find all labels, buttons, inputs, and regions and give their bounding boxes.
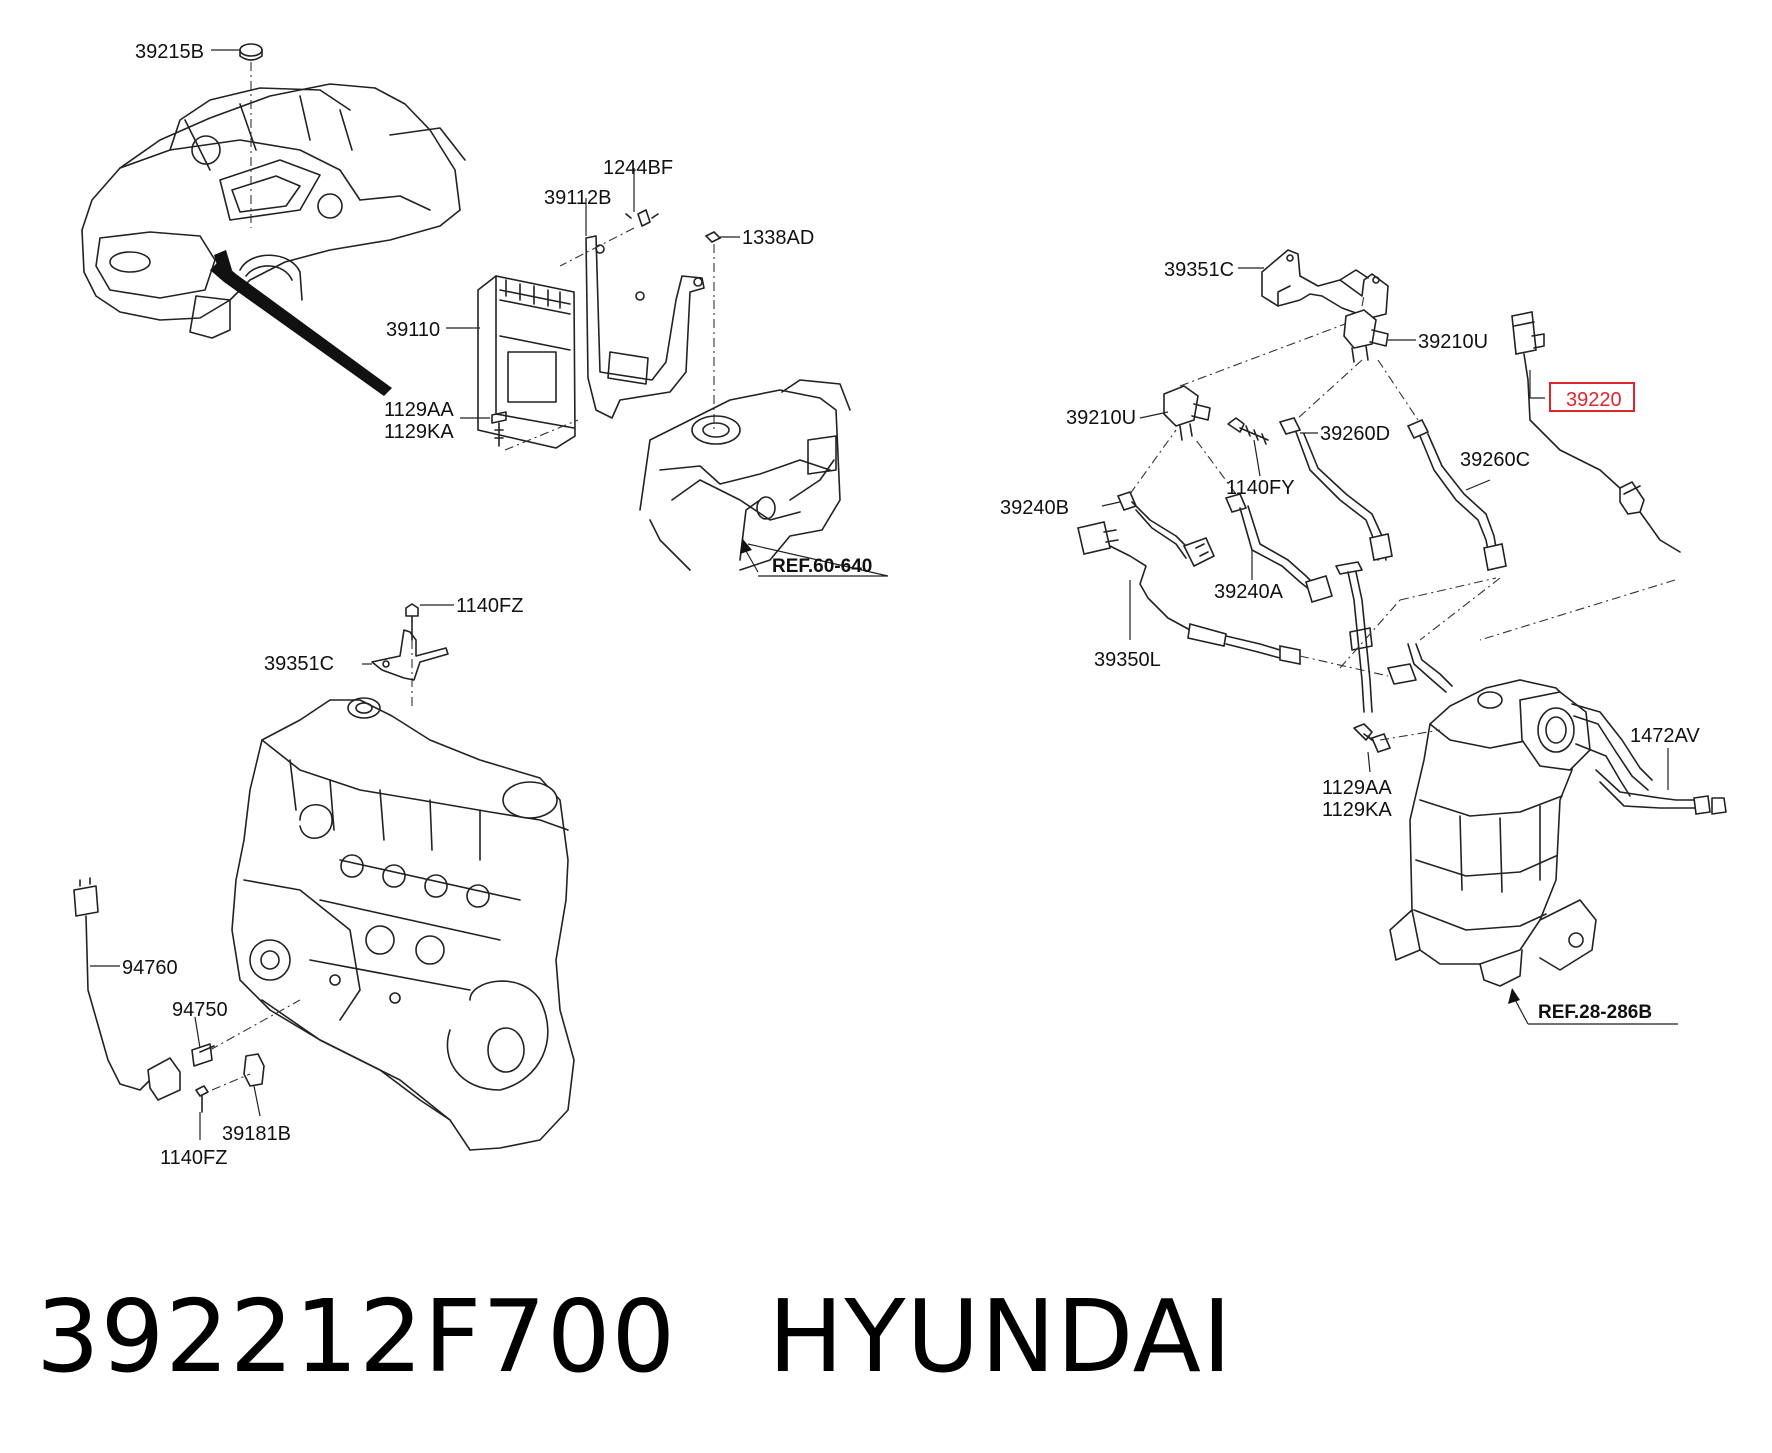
label-1129AA-top: 1129AA [384, 399, 454, 421]
label-1140FY: 1140FY [1226, 477, 1295, 499]
vehicle-illustration [81, 43, 466, 396]
label-94760: 94760 [122, 957, 178, 979]
label-ref-28-286B: REF.28-286B [1538, 1002, 1652, 1023]
part-number: 392212F700 [36, 1278, 677, 1395]
body-structure [639, 379, 851, 571]
label-1338AD: 1338AD [742, 227, 814, 249]
label-1140FZ-bottom: 1140FZ [160, 1147, 227, 1169]
label-39351C-left: 39351C [264, 653, 334, 675]
label-39260C: 39260C [1460, 449, 1530, 471]
highlight-box [1549, 382, 1635, 412]
label-39110: 39110 [386, 319, 440, 341]
label-39350L: 39350L [1094, 649, 1161, 671]
label-39240A: 39240A [1214, 581, 1284, 603]
label-39260D: 39260D [1320, 423, 1390, 445]
label-39220: 39220 [1566, 389, 1622, 411]
label-1129KA-right: 1129KA [1322, 799, 1392, 821]
label-39351C-right: 39351C [1164, 259, 1234, 281]
label-1129AA-right: 1129AA [1322, 777, 1392, 799]
label-1472AV: 1472AV [1630, 725, 1700, 747]
label-39181B: 39181B [222, 1123, 291, 1145]
exhaust-sensor-assembly [1077, 249, 1727, 987]
leader-lines [90, 49, 1678, 1140]
label-1140FZ-top: 1140FZ [456, 595, 523, 617]
ecu-assembly [477, 209, 722, 451]
label-39112B: 39112B [544, 187, 611, 209]
brand-name: HYUNDAI [768, 1278, 1233, 1395]
part-caption: 392212F700 HYUNDAI [36, 1278, 1233, 1395]
label-94750: 94750 [172, 999, 228, 1021]
label-1244BF: 1244BF [603, 157, 673, 179]
label-39210U-upper: 39210U [1418, 331, 1488, 353]
engine-block [73, 603, 575, 1151]
part-labels: 39215B 1244BF 39112B 1338AD 39110 1129AA… [122, 41, 1700, 1169]
label-ref-60-640: REF.60-640 [772, 556, 872, 577]
label-39215B: 39215B [135, 41, 204, 63]
label-39240B: 39240B [1000, 497, 1069, 519]
label-1129KA-top: 1129KA [384, 421, 454, 443]
label-39210U-lower: 39210U [1066, 407, 1136, 429]
